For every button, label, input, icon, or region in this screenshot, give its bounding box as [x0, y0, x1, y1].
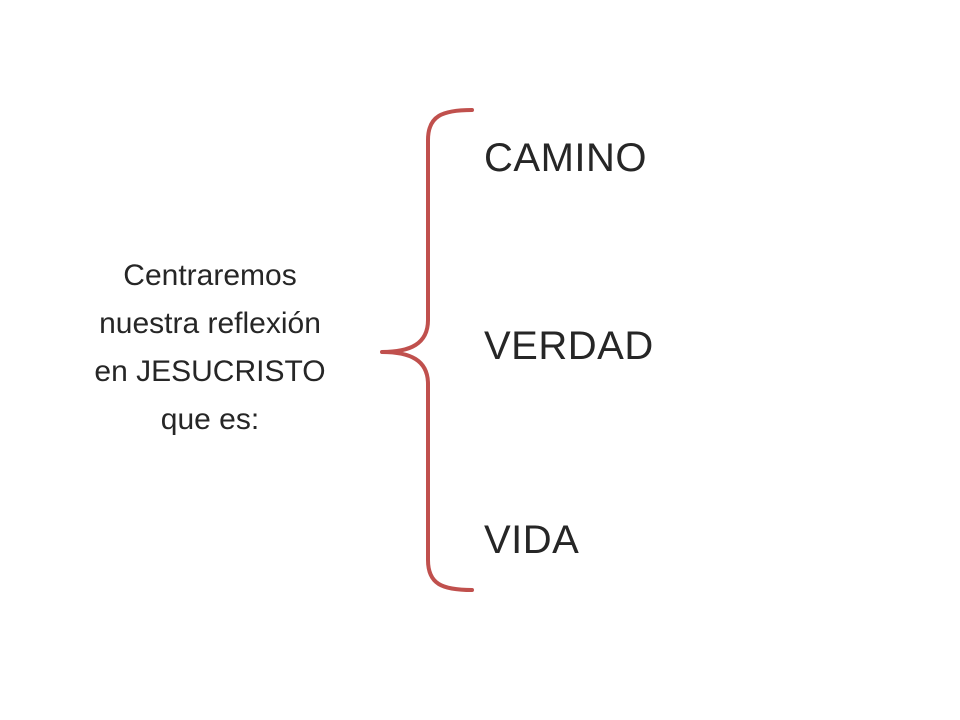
curly-brace	[380, 108, 474, 592]
intro-text: Centraremos nuestra reflexión en JESUCRI…	[40, 252, 380, 444]
intro-line-4: que es:	[160, 403, 260, 436]
term-vida: VIDA	[484, 518, 580, 562]
term-camino: CAMINO	[484, 136, 647, 180]
intro-line-3: en JESUCRISTO	[94, 355, 326, 388]
intro-line-2: nuestra reflexión	[99, 307, 321, 340]
term-verdad: VERDAD	[484, 324, 654, 368]
intro-line-1: Centraremos	[123, 259, 297, 292]
